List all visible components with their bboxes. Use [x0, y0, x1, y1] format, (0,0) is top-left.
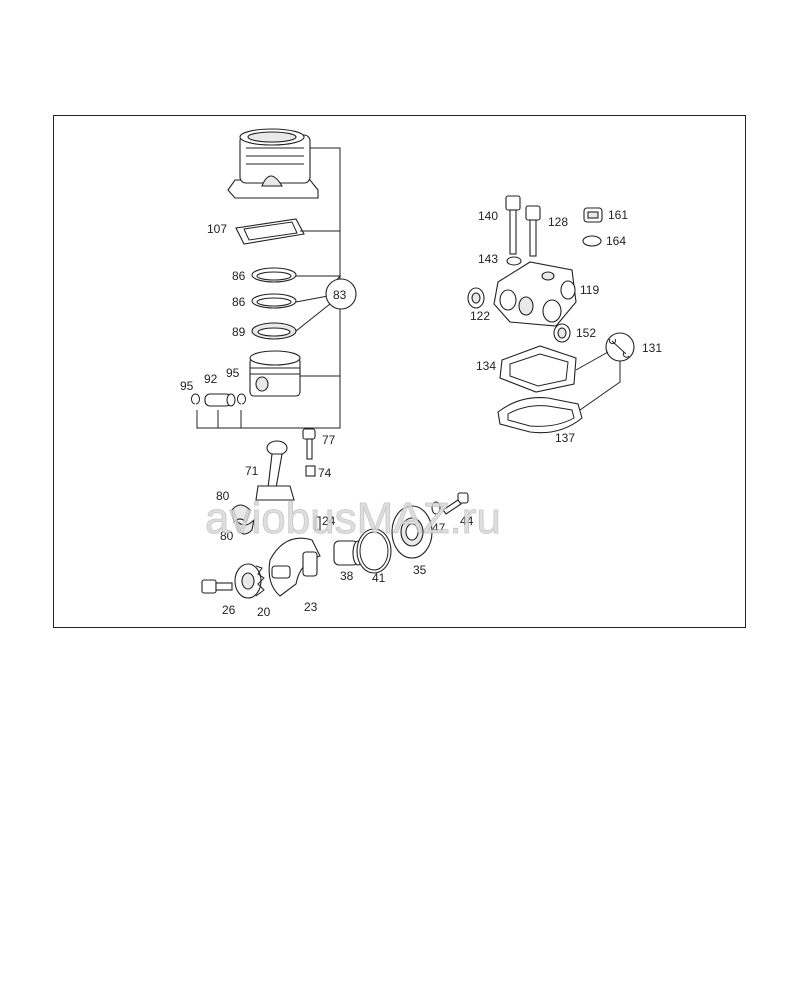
pin-part	[314, 516, 321, 531]
wrench-icon	[609, 338, 630, 358]
plug-part	[583, 207, 603, 223]
nut-part	[305, 465, 316, 477]
callout-label: 41	[372, 571, 386, 585]
group-callout-circle	[325, 278, 357, 310]
callout-label: 119	[580, 283, 599, 297]
watermark: aviobusMAZ.ru	[205, 494, 501, 543]
plug-part	[467, 287, 485, 309]
callout-label: 137	[555, 431, 575, 445]
callout-label: 26	[222, 603, 236, 617]
callout-label: 134	[476, 359, 496, 373]
sealing-ring-part	[582, 235, 602, 247]
oil-ring-part	[251, 322, 297, 340]
bolt-part	[525, 205, 541, 257]
callout-label: 131	[642, 341, 662, 355]
piston-ring-part	[251, 267, 297, 283]
bolt-part	[442, 492, 469, 515]
repair-kit-callout-circle	[605, 332, 635, 362]
callout-label: 80	[216, 489, 230, 503]
cylinder-head-part	[493, 261, 577, 327]
callout-label: 35	[413, 563, 427, 577]
callout-label: 86	[232, 269, 246, 283]
callout-label: 47	[432, 521, 446, 535]
callout-label: 23	[304, 600, 318, 614]
circlip-part	[237, 393, 246, 405]
callout-label: 143	[478, 252, 498, 266]
callout-label: 24	[322, 514, 336, 528]
washer-part	[431, 501, 441, 515]
crankshaft-part	[268, 537, 321, 597]
gear-part	[234, 563, 265, 599]
o-ring-part	[356, 528, 392, 574]
callout-label: 80	[220, 529, 234, 543]
callout-label: 122	[470, 309, 490, 323]
washer-part	[506, 256, 522, 266]
cylinder-gasket-part	[235, 218, 305, 245]
callout-label: 95	[180, 379, 194, 393]
bearing-shell-part	[235, 518, 255, 535]
callout-label: 71	[245, 464, 259, 478]
callout-label: 152	[576, 326, 596, 340]
callout-label: 44	[460, 514, 474, 528]
callout-label: 38	[340, 569, 354, 583]
callout-label: 74	[318, 466, 332, 480]
circlip-part	[191, 393, 200, 405]
callout-label: 92	[204, 372, 218, 386]
plug-part	[553, 323, 571, 343]
head-gasket-part	[497, 397, 583, 434]
callout-label: 95	[226, 366, 240, 380]
piston-ring-part	[251, 293, 297, 309]
bolt-part	[302, 428, 316, 460]
bolt-part	[201, 579, 233, 594]
valve-plate-gasket-part	[499, 345, 577, 393]
piston-pin-part	[204, 393, 236, 407]
callout-label: 140	[478, 209, 498, 223]
callout-label: 86	[232, 295, 246, 309]
flange-part	[391, 505, 433, 559]
callout-label: 128	[548, 215, 568, 229]
callout-label: 164	[606, 234, 626, 248]
cylinder-part	[227, 128, 319, 199]
diagram-frame	[53, 115, 746, 628]
piston-part	[249, 350, 301, 397]
callout-label: 77	[322, 433, 336, 447]
callout-label: 83	[333, 288, 347, 302]
callout-label: 107	[207, 222, 227, 236]
bolt-part	[505, 195, 521, 255]
callout-label: 89	[232, 325, 246, 339]
connecting-rod-part	[255, 440, 295, 501]
callout-label: 161	[608, 208, 628, 222]
callout-label: 20	[257, 605, 271, 619]
